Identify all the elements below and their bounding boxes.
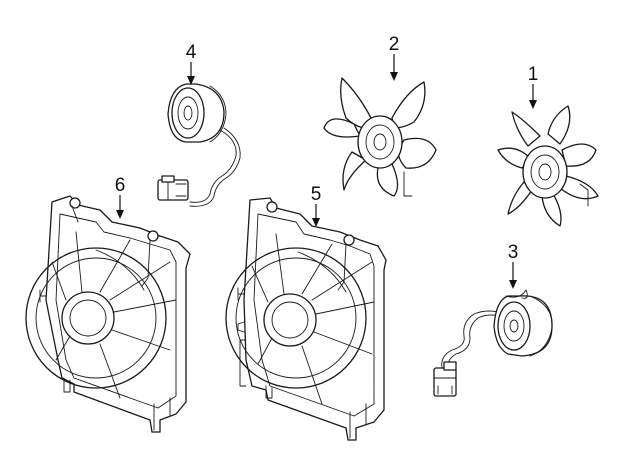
callout-2: 2 [389,34,400,55]
fan-shroud-part-6 [25,195,191,433]
fan-blade-part-1 [497,105,599,227]
callout-6: 6 [115,175,126,196]
callout-1: 1 [528,64,539,85]
callout-3: 3 [508,242,519,263]
fan-shroud-part-5 [225,197,387,441]
callout-4: 4 [186,42,197,63]
fan-motor-part-4 [157,83,241,207]
fan-blade-part-2 [323,77,437,197]
callout-5: 5 [311,184,322,205]
callout-leaders [116,54,537,289]
fan-motor-part-3 [433,289,553,397]
